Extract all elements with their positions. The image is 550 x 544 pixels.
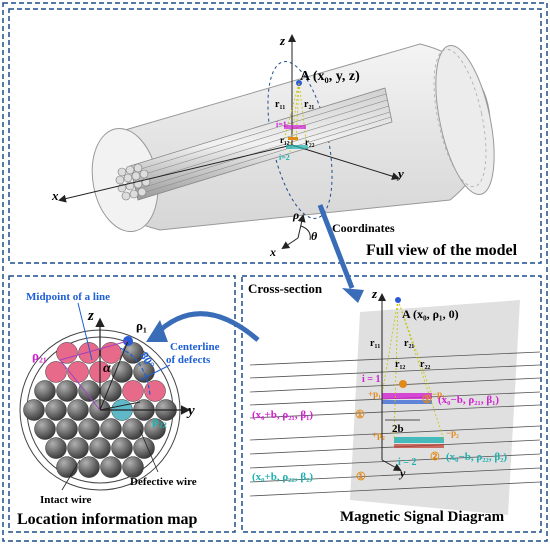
alpha-label: α xyxy=(103,361,111,376)
left-annotations xyxy=(59,302,171,491)
right-point-label: A (x₀, ρ₁, 0) xyxy=(402,307,459,321)
wire-strand xyxy=(56,380,78,402)
intact-wire-label: Intact wire xyxy=(40,494,92,506)
minus-p1-label: −p₁ xyxy=(432,389,445,399)
point-1-left-label: (x₀+b, ρ₂₁, β₁) xyxy=(252,409,313,421)
top-r11-label: r₁₁ xyxy=(275,99,285,110)
right-r12-label: r₁₂ xyxy=(395,359,405,370)
wire-strand xyxy=(67,399,89,421)
rho21-label: ρ₂₁ xyxy=(32,348,47,363)
left-axis-y-label: y xyxy=(186,403,195,419)
wire-strand xyxy=(89,437,111,459)
coord-theta-label: θ xyxy=(311,229,318,243)
cross-section-arrow xyxy=(317,204,364,303)
right-i2-label: i = 2 xyxy=(398,457,416,468)
wire-strand xyxy=(34,380,56,402)
rho1-label: ρ₁ xyxy=(136,318,147,333)
left-panel-frame xyxy=(8,275,236,533)
right-axis-y-label: y xyxy=(398,466,406,480)
wire-strand xyxy=(45,437,67,459)
left-axes xyxy=(95,317,191,415)
wire-strand xyxy=(133,361,155,383)
wire-strand xyxy=(56,418,78,440)
wire-strand xyxy=(67,361,89,383)
signal-diagram xyxy=(249,293,541,515)
right-axis-z-label: z xyxy=(371,286,378,301)
top-field-point xyxy=(283,80,308,153)
left-panel-caption: Location information map xyxy=(17,511,198,528)
wire-strand xyxy=(122,456,144,478)
right-r11-label: r₁₁ xyxy=(370,338,380,349)
right-i1-label: i = 1 xyxy=(362,374,380,385)
wire-strand xyxy=(56,342,78,364)
top-r22-label: r₂₂ xyxy=(305,137,315,147)
defective-wire-label: Defective wire xyxy=(130,476,197,488)
rho22-label: ρ₂₂ xyxy=(152,413,167,428)
wire-strand xyxy=(144,418,166,440)
coord-x-label: x xyxy=(269,245,276,259)
wire-strand xyxy=(100,418,122,440)
wire-strand xyxy=(56,456,78,478)
top-panel-caption: Full view of the model xyxy=(366,242,518,259)
cross-section-label: Cross-section xyxy=(248,281,323,296)
top-axis-x-label: x xyxy=(51,188,59,203)
top-point-label: A (x₀, y, z) xyxy=(300,69,360,84)
centerline-label-2: of defects xyxy=(166,354,211,366)
wire-strand xyxy=(122,380,144,402)
marker-1-left: ① xyxy=(355,409,365,421)
right-r21-label: r₂₁ xyxy=(404,338,414,349)
wire-strand xyxy=(133,437,155,459)
minus-p2-label: −p₂ xyxy=(446,428,459,438)
midpoint-label: Midpoint of a line xyxy=(26,291,110,303)
plus-p1-label: +p₁ xyxy=(368,389,381,399)
plus-p2-label: +p₂ xyxy=(372,430,385,440)
curved-arrow-head xyxy=(146,320,168,342)
marker-2-right-2: ② xyxy=(430,451,440,463)
wire-strand xyxy=(144,380,166,402)
left-axis-z-label: z xyxy=(87,308,94,324)
wire-strand xyxy=(67,437,89,459)
wire-strand xyxy=(78,342,100,364)
top-panel-frame xyxy=(8,8,542,264)
coord-rho-label: ρ xyxy=(292,208,299,222)
wire-strand xyxy=(78,380,100,402)
top-r21-label: r₂₁ xyxy=(304,99,314,110)
two-b-label: 2b xyxy=(392,423,404,435)
point-1-right-label: (x₀−b, ρ₂₁, β₁) xyxy=(438,394,499,406)
right-panel-caption: Magnetic Signal Diagram xyxy=(340,509,505,525)
point-2-right-label: (x₀−b, ρ₂₂, β₂) xyxy=(446,451,507,463)
right-panel-frame xyxy=(241,275,542,533)
wire-strand xyxy=(111,437,133,459)
top-r12-label: r₁₂ xyxy=(280,135,290,145)
wire-strand xyxy=(100,456,122,478)
wire-strand xyxy=(78,456,100,478)
top-axis-y-label: y xyxy=(396,166,404,181)
point-2-left-label: (x₀+b, ρ₂₂, β₂) xyxy=(252,471,313,483)
top-i2-label: i=2 xyxy=(279,153,290,162)
wire-strand xyxy=(78,418,100,440)
cylindrical-coordinate-glyph xyxy=(281,214,311,250)
wire-strand xyxy=(122,418,144,440)
marker-2-right-1: ② xyxy=(422,394,432,406)
centerline-label-1: Centerline xyxy=(170,341,220,353)
wire-strand xyxy=(111,361,133,383)
right-r22-label: r₂₂ xyxy=(420,359,430,370)
wire-strand xyxy=(122,342,144,364)
wire-strand xyxy=(45,399,67,421)
marker-1-right-2: ① xyxy=(356,471,366,483)
wire-strand xyxy=(45,361,67,383)
top-i1-label: i=1 xyxy=(276,120,287,129)
coordinates-label: Coordinates xyxy=(332,221,395,235)
wire-strand xyxy=(34,418,56,440)
wire-strand xyxy=(23,399,45,421)
top-axis-z-label: z xyxy=(279,33,286,48)
curved-arrow xyxy=(153,311,260,342)
